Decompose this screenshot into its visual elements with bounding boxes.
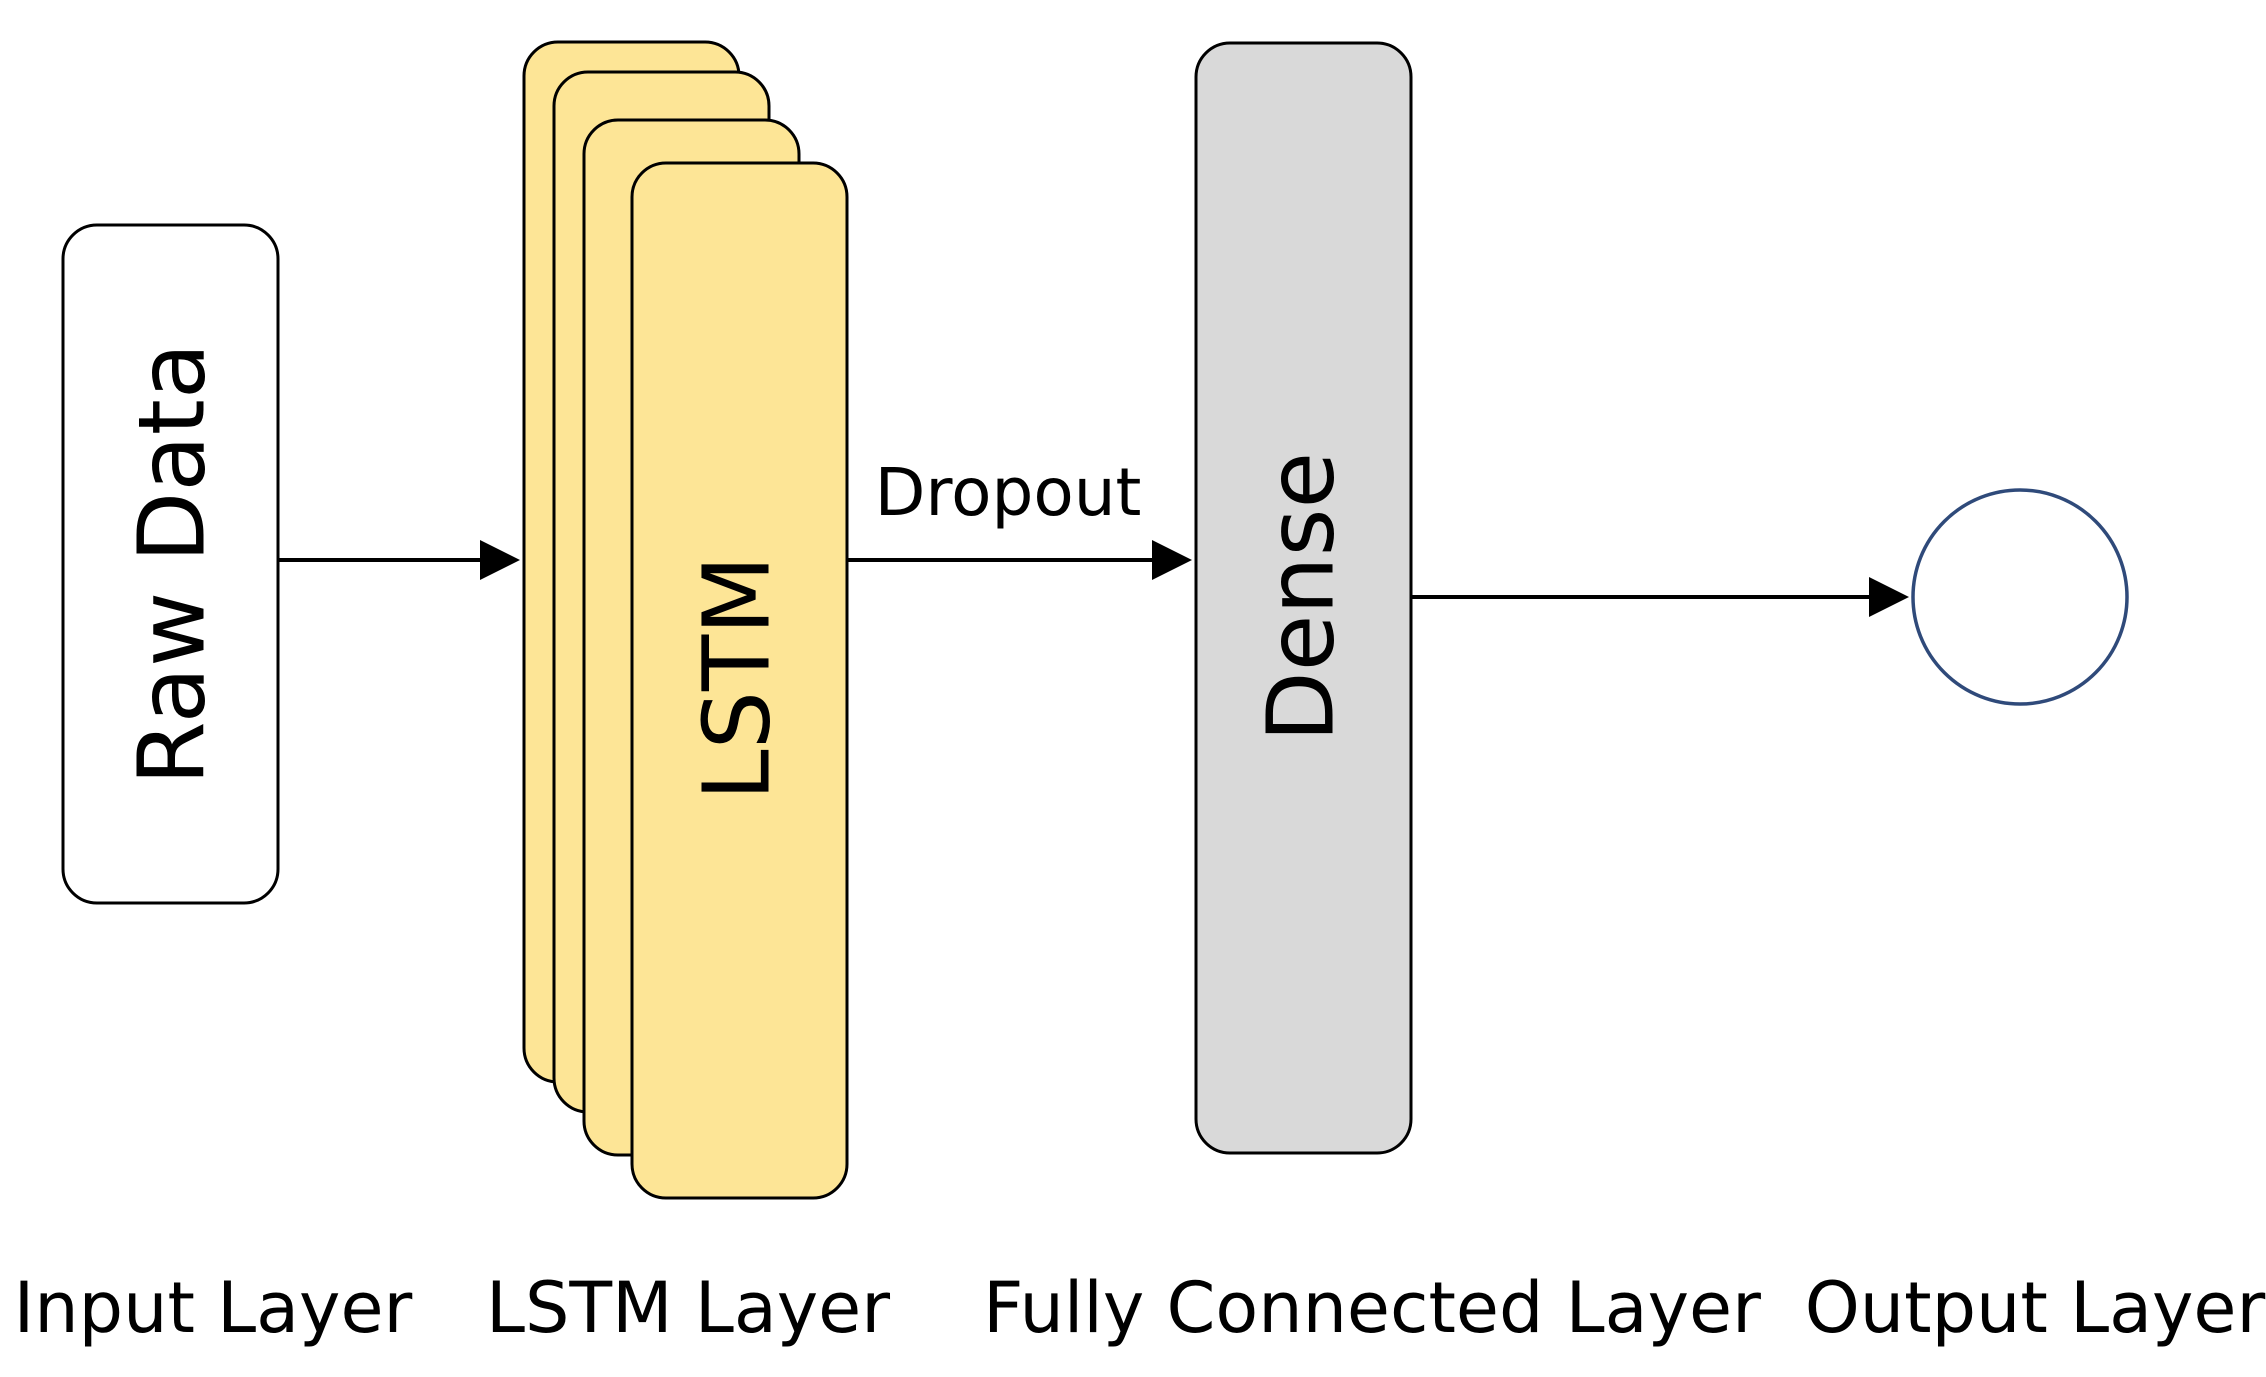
caption-output-layer: Output Layer — [1805, 1267, 2266, 1349]
caption-input-layer: Input Layer — [14, 1267, 413, 1349]
raw-data-box — [61, 223, 280, 905]
raw-data-node: Raw Data — [61, 223, 280, 905]
lstm-front-card — [630, 161, 849, 1200]
dense-label: Dense — [1248, 452, 1355, 742]
dropout-label: Dropout — [875, 454, 1142, 531]
lstm-label: LSTM — [684, 555, 791, 800]
output-node — [1911, 488, 2129, 706]
caption-lstm-layer: LSTM Layer — [486, 1267, 890, 1349]
lstm-node: LSTM — [522, 40, 849, 1200]
dense-node: Dense — [1194, 41, 1413, 1155]
dense-box — [1194, 41, 1413, 1155]
caption-fully-connected-layer: Fully Connected Layer — [983, 1267, 1761, 1349]
raw-data-label: Raw Data — [119, 343, 226, 785]
